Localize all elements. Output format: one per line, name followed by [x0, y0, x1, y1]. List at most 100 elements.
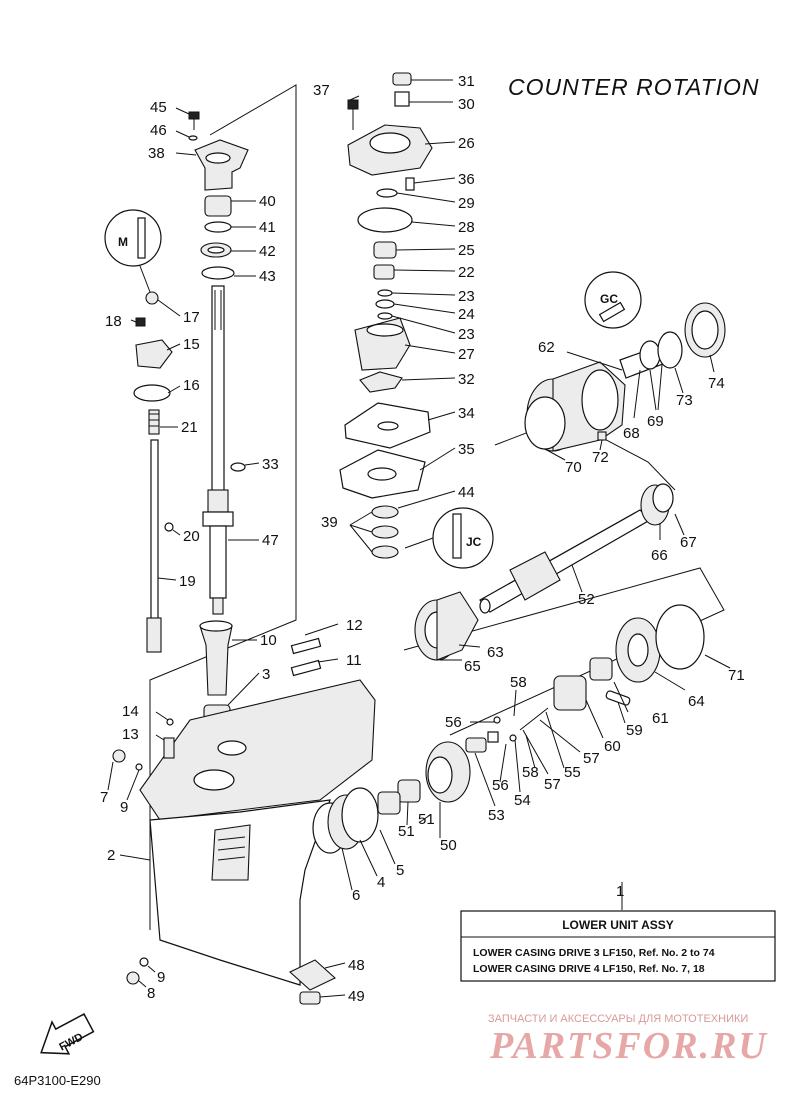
callout-number: 34 [458, 405, 475, 422]
callout-number: 39 [321, 514, 338, 531]
plug-8 [126, 971, 140, 985]
callout-number: 9 [120, 799, 128, 816]
callout-number: 13 [122, 726, 139, 743]
callout-number: 46 [150, 122, 167, 139]
detail-circle-gc [584, 271, 642, 329]
ring-73 [657, 331, 683, 369]
callout-number: 48 [348, 957, 365, 974]
callout-number: 59 [626, 722, 643, 739]
callout-number: 3 [262, 666, 270, 683]
callout-number: 28 [458, 219, 475, 236]
info-box-row: LOWER CASING DRIVE 3 LF150, Ref. No. 2 t… [473, 947, 715, 959]
callout-number: 70 [565, 459, 582, 476]
callout-number: 17 [183, 309, 200, 326]
callout-number: 24 [458, 306, 475, 323]
callout-number: 41 [259, 219, 276, 236]
callout-number: 31 [458, 73, 475, 90]
bolt-45 [188, 111, 200, 120]
callout-number: 19 [179, 573, 196, 590]
shift-rod-group: M [104, 209, 174, 653]
callout-number: 58 [522, 764, 539, 781]
callout-number: 58 [510, 674, 527, 691]
propeller-shaft-52 [479, 509, 651, 613]
callout-number: 21 [181, 419, 198, 436]
callout-number: 73 [676, 392, 693, 409]
leader-lines [107, 79, 731, 998]
callout-number: 69 [647, 413, 664, 430]
bearing-5 [341, 787, 379, 843]
callout-number: 44 [458, 484, 475, 501]
callout-number: 67 [680, 534, 697, 551]
callout-number: 55 [564, 764, 581, 781]
callout-number: 37 [313, 82, 330, 99]
callout-number: 6 [352, 887, 360, 904]
callout-number: 56 [445, 714, 462, 731]
shift-lever-15 [135, 339, 173, 369]
bolt-13 [163, 737, 175, 759]
impeller-32 [359, 371, 403, 393]
callout-number: 22 [458, 264, 475, 281]
plug-7 [112, 749, 126, 763]
callout-number: 18 [105, 313, 122, 330]
callout-number: 23 [458, 326, 475, 343]
callout-number: 45 [150, 99, 167, 116]
callout-number: 36 [458, 171, 475, 188]
callout-number: 68 [623, 425, 640, 442]
callout-number: 27 [458, 346, 475, 363]
ref-number: 1 [616, 883, 624, 900]
callout-number: 11 [346, 652, 362, 669]
callout-number: 16 [183, 377, 200, 394]
callout-number: 62 [538, 339, 555, 356]
callout-number: 20 [183, 528, 200, 545]
fwd-arrow-icon: FWD [40, 1013, 95, 1055]
shim-71 [655, 604, 705, 670]
sleeve-10 [199, 625, 233, 696]
detail-circle-m [104, 209, 162, 267]
callout-number: 26 [458, 135, 475, 152]
bearing-40 [204, 195, 232, 217]
callout-number: 4 [377, 874, 385, 891]
bearing-housing [194, 139, 249, 191]
info-box-title: LOWER UNIT ASSY [562, 918, 674, 932]
callout-number: 8 [147, 985, 155, 1002]
callout-number: 64 [688, 693, 705, 710]
callout-number: 65 [464, 658, 481, 675]
watermark-tagline: ЗАПЧАСТИ И АКСЕССУАРЫ ДЛЯ МОТОТЕХНИКИ [488, 1013, 748, 1025]
shift-rod-19 [150, 439, 159, 621]
callout-number: GC [600, 292, 618, 306]
watermark: ЗАПЧАСТИ И АКСЕССУАРЫ ДЛЯ МОТОТЕХНИКИ PA… [488, 1013, 768, 1067]
oring-70 [524, 396, 566, 450]
callout-number: 5 [396, 862, 404, 879]
callout-number: 56 [492, 777, 509, 794]
oring-28 [357, 207, 413, 233]
callout-number: 9 [157, 969, 165, 986]
driveshaft-group [188, 111, 249, 730]
callout-number: 10 [260, 632, 277, 649]
callout-number: 57 [583, 750, 600, 767]
watermark-brand: PARTSFOR.RU [489, 1025, 768, 1067]
propshaft-group: GC [377, 271, 726, 815]
callout-numbers: 45 46 38 40 41 42 43 17 18 15 16 21 33 2… [100, 73, 745, 1005]
info-box-row: LOWER CASING DRIVE 4 LF150, Ref. No. 7, … [473, 963, 705, 975]
callout-number: 74 [708, 375, 725, 392]
callout-number: 49 [348, 988, 365, 1005]
callout-number: 33 [262, 456, 279, 473]
lower-casing-2 [149, 799, 331, 986]
callout-number: 71 [728, 667, 745, 684]
callout-number: 54 [514, 792, 531, 809]
callout-number: 12 [346, 617, 363, 634]
pinion-48 [289, 959, 336, 991]
callout-number: 30 [458, 96, 475, 113]
spring-21 [148, 409, 160, 435]
callout-number: 7 [100, 789, 108, 806]
callout-number: 52 [578, 591, 595, 608]
clutch-60 [553, 675, 587, 711]
callout-number: 53 [488, 807, 505, 824]
callout-number: 29 [458, 195, 475, 212]
callout-number: 15 [183, 336, 200, 353]
callout-number: 38 [148, 145, 165, 162]
callout-number: 35 [458, 441, 475, 458]
lower-casing-group [112, 637, 379, 1005]
callout-number: 32 [458, 371, 475, 388]
